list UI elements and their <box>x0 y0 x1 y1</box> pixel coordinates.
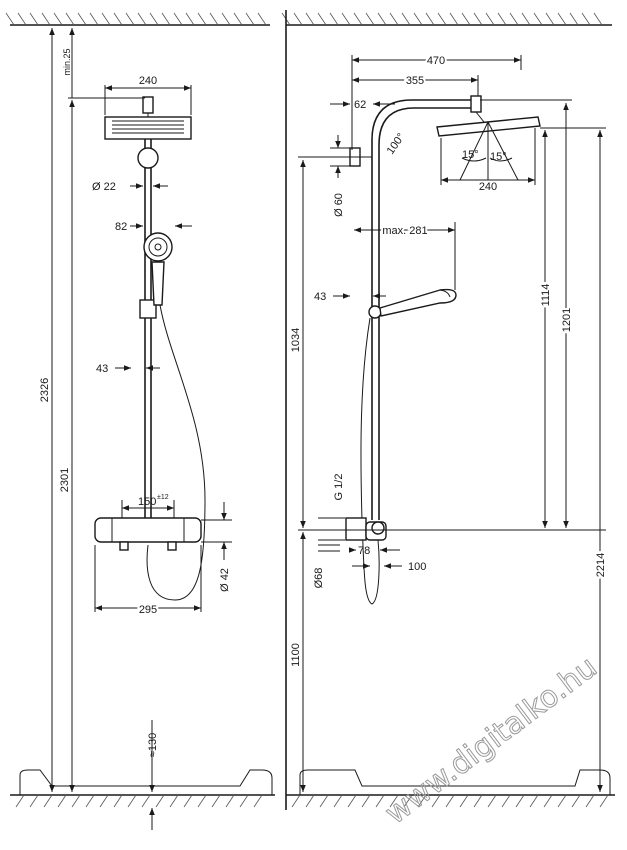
dim-wall-dist: 43 <box>96 363 108 375</box>
dim-mixer-width: 295 <box>139 604 157 616</box>
front-hose <box>146 304 206 601</box>
front-ceiling <box>5 12 270 26</box>
dim-mixer-dia: Ø 42 <box>219 568 231 592</box>
dim-side-head-width: 240 <box>479 181 497 193</box>
dim-rail-len: 1034 <box>290 328 302 352</box>
dim-total-height: 2326 <box>39 378 51 402</box>
dim-center-tol: ±12 <box>157 494 169 501</box>
dim-head-to-outlet: 1114 <box>540 284 552 307</box>
dim-side-wall-dist: 43 <box>314 291 326 303</box>
side-floor <box>286 769 615 808</box>
side-hose <box>360 317 380 605</box>
dim-rail-height: 2301 <box>59 468 71 492</box>
dim-tilt-left: 15° <box>462 149 479 161</box>
dim-outlet-offset: 78 <box>358 545 370 557</box>
dim-top-to-outlet: 1201 <box>561 308 573 332</box>
dim-arm-reach: 470 <box>427 55 445 67</box>
side-view: 470 355 62 100° 15° 15° 240 Ø 60 max. 28… <box>281 10 615 810</box>
side-hand-shower <box>368 288 457 319</box>
dim-mixer-height: 1100 <box>290 643 302 667</box>
side-thermostat-mixer <box>345 517 387 541</box>
front-floor <box>10 769 275 808</box>
front-thermostat-mixer <box>94 517 202 551</box>
dim-hand-reach: max. 281 <box>382 225 427 237</box>
front-rail <box>137 139 159 520</box>
dim-tilt-right: 15° <box>490 151 507 163</box>
dim-hand-width: 82 <box>115 221 127 233</box>
dim-pipe-dia: Ø 22 <box>92 181 116 193</box>
dim-mixer-depth: 100 <box>408 561 426 573</box>
dim-bracket-dia: Ø 60 <box>333 193 345 217</box>
dim-arm-center: 355 <box>406 75 424 87</box>
dim-arm-angle: 100° <box>385 131 408 157</box>
dim-floor-gap: ≈130 <box>147 733 159 757</box>
front-view: 2326 min.25 2301 240 Ø 22 82 43 150 ±12 <box>5 12 275 830</box>
watermark: www.digitalko.hu <box>379 650 604 832</box>
dim-head-width: 240 <box>139 75 157 87</box>
dim-arm-offset: 62 <box>354 99 366 111</box>
dim-min-top: min.25 <box>62 48 72 75</box>
front-rain-shower-head <box>104 96 192 140</box>
dim-inlet-thread: G 1/2 <box>333 474 345 501</box>
side-rain-shower-head <box>436 111 541 185</box>
dim-center-dist: 150 <box>138 496 156 508</box>
front-hand-shower <box>143 232 173 306</box>
side-ceiling <box>281 10 612 810</box>
dim-outlet-dia: Ø68 <box>313 568 325 589</box>
dim-overall-height: 2214 <box>595 553 607 577</box>
